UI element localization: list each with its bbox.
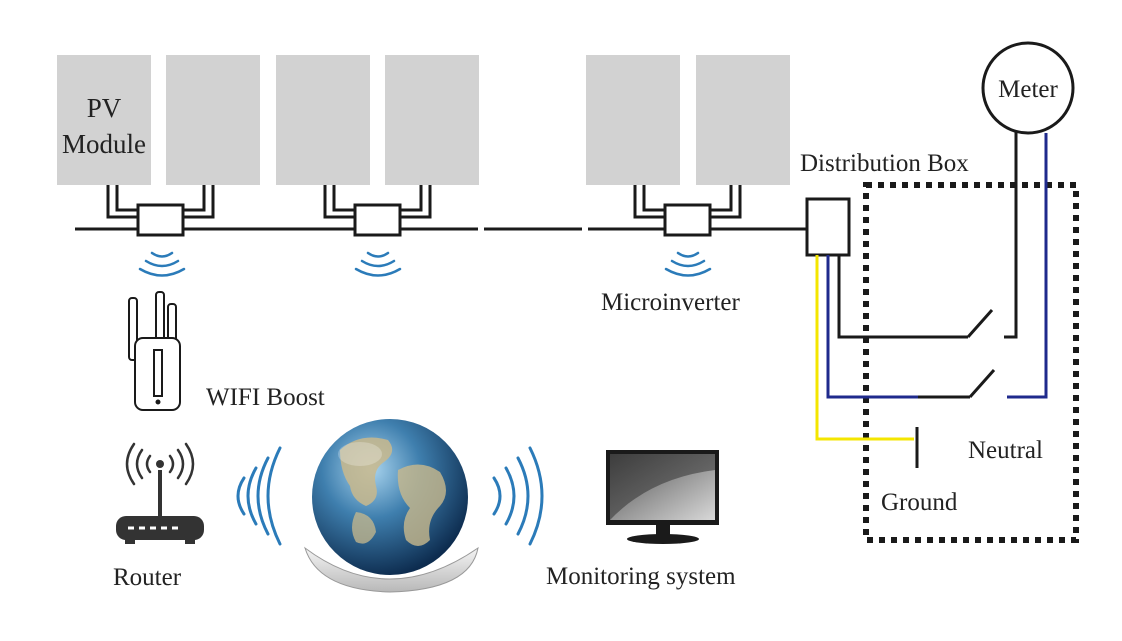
solar-panel-icon — [57, 55, 151, 185]
wifi-booster-icon — [128, 291, 181, 411]
distribution-box-label: Distribution Box — [800, 150, 969, 177]
meter-icon — [981, 41, 1075, 135]
wifi-signal-icon — [236, 446, 282, 546]
monitoring-system-label: Monitoring system — [546, 563, 736, 590]
router-label: Router — [113, 564, 182, 591]
meter-label: Meter — [998, 76, 1058, 103]
microinverter-group — [106, 185, 742, 237]
switch-icon — [966, 309, 994, 338]
wifi-boost-label: WIFI Boost — [206, 384, 325, 411]
neutral-wire — [826, 133, 1048, 399]
ground-label: Ground — [881, 489, 958, 516]
pv-panels — [57, 55, 790, 185]
wifi-signal-icon — [138, 251, 186, 277]
solar-panel-icon — [166, 55, 260, 185]
neutral-label: Neutral — [968, 437, 1043, 464]
microinverter-icon — [323, 185, 432, 237]
router-icon — [116, 442, 204, 544]
globe-icon — [304, 419, 479, 593]
solar-panel-icon — [586, 55, 680, 185]
wifi-signal-icon — [354, 251, 402, 277]
switch-icon — [968, 369, 996, 398]
service-panel-enclosure — [863, 182, 1079, 543]
distribution-box-icon — [805, 197, 851, 257]
wifi-signal-icon — [492, 446, 544, 546]
pv-module-label-line2: Module — [62, 129, 146, 159]
line-wire — [837, 131, 1018, 339]
pv-module-label-line1: PV — [87, 93, 122, 123]
microinverter-icon — [633, 185, 742, 237]
monitor-icon — [606, 450, 719, 544]
microinverter-icon — [106, 185, 215, 237]
solar-panel-icon — [276, 55, 370, 185]
solar-panel-icon — [696, 55, 790, 185]
ground-wire — [815, 255, 919, 468]
inverter-signals — [138, 251, 712, 277]
wifi-signal-icon — [664, 251, 712, 277]
solar-panel-icon — [385, 55, 479, 185]
microinverter-label: Microinverter — [601, 289, 741, 316]
